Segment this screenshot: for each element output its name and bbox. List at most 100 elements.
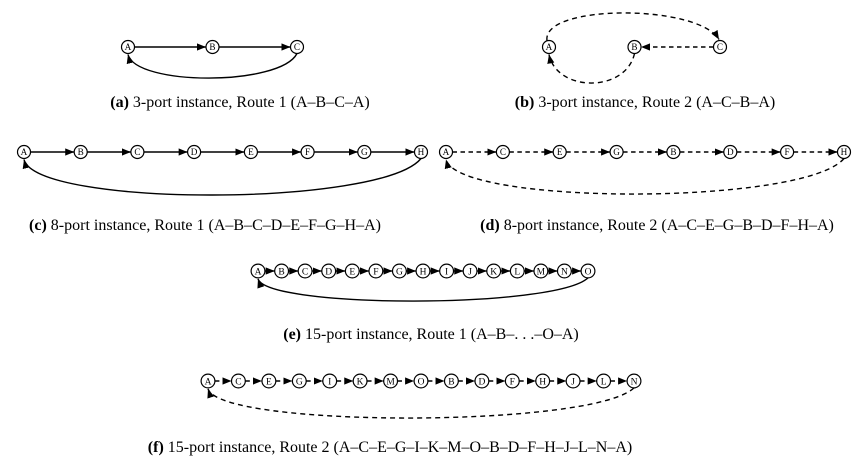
node-label: B	[631, 42, 637, 52]
node-circle	[462, 263, 478, 279]
node-b-B: B	[627, 39, 642, 55]
node-circle	[205, 39, 220, 55]
node-label: D	[191, 147, 198, 157]
node-circle	[495, 144, 510, 160]
caption-c: (c) 8-port instance, Route 1 (A–B–C–D–E–…	[29, 217, 381, 235]
node-b-C: C	[712, 39, 728, 55]
node-d-G: G	[609, 144, 624, 160]
node-label: A	[21, 147, 28, 157]
caption-a-label: (a)	[110, 94, 129, 111]
node-f-E: E	[261, 373, 277, 389]
node-f-M: M	[383, 373, 399, 389]
node-label: D	[478, 377, 485, 387]
node-label: M	[537, 267, 546, 277]
node-circle	[666, 144, 681, 160]
node-circle	[486, 263, 502, 279]
node-circle	[535, 373, 551, 389]
node-d-E: E	[552, 144, 567, 160]
node-label: B	[278, 267, 284, 277]
node-f-K: K	[352, 373, 368, 389]
node-f-G: G	[291, 373, 307, 389]
edge-arrow	[22, 158, 422, 196]
caption-b: (b) 3-port instance, Route 2 (A–C–B–A)	[515, 94, 775, 112]
node-label: D	[325, 267, 332, 277]
node-circle	[187, 144, 202, 160]
node-b-A: A	[541, 39, 557, 55]
node-circle	[344, 263, 360, 279]
node-label: F	[373, 267, 378, 277]
node-circle	[120, 39, 136, 55]
node-a-C: C	[289, 39, 305, 55]
node-circle	[723, 144, 738, 160]
node-label: O	[585, 267, 592, 277]
node-label: H	[420, 267, 427, 277]
node-circle	[533, 263, 549, 279]
node-f-H: H	[535, 373, 551, 389]
node-label: G	[296, 377, 303, 387]
node-f-L: L	[596, 373, 612, 389]
node-circle	[541, 39, 557, 55]
node-label: E	[248, 147, 254, 157]
caption-e: (e) 15-port instance, Route 1 (A–B–. . .…	[283, 326, 579, 344]
node-e-L: L	[509, 263, 525, 279]
node-c-D: D	[187, 144, 202, 160]
edge-arrow	[207, 387, 635, 419]
node-circle	[552, 144, 567, 160]
node-circle	[352, 373, 368, 389]
node-f-A: A	[200, 373, 216, 389]
node-label: F	[510, 377, 515, 387]
diagram-b: A B C	[541, 12, 728, 84]
node-e-O: O	[580, 263, 596, 279]
caption-e-label: (e)	[283, 326, 302, 343]
node-circle	[504, 373, 520, 389]
caption-a-text: 3-port instance, Route 1 (A–B–C–A)	[128, 94, 370, 111]
caption-a: (a) 3-port instance, Route 1 (A–B–C–A)	[110, 94, 370, 112]
edge-arrow	[126, 53, 298, 79]
node-d-A: A	[438, 144, 454, 160]
node-circle	[357, 144, 372, 160]
node-circle	[391, 263, 407, 279]
node-label: A	[443, 147, 450, 157]
node-label: N	[631, 377, 638, 387]
caption-f: (f) 15-port instance, Route 2 (A–C–E–G–I…	[148, 439, 632, 457]
node-label: F	[785, 147, 790, 157]
node-circle	[322, 373, 338, 389]
node-circle	[261, 373, 277, 389]
node-circle	[836, 144, 852, 160]
node-label: A	[255, 267, 262, 277]
node-label: H	[418, 147, 425, 157]
edge-arrow	[257, 277, 589, 302]
node-circle	[243, 144, 258, 160]
edge-arrow	[547, 53, 636, 84]
node-label: B	[78, 147, 84, 157]
node-circle	[627, 39, 642, 55]
node-circle	[509, 263, 525, 279]
node-circle	[250, 263, 266, 279]
node-label: C	[294, 42, 300, 52]
node-circle	[300, 144, 315, 160]
node-e-N: N	[556, 263, 572, 279]
node-circle	[626, 373, 642, 389]
node-label: N	[561, 267, 568, 277]
node-label: C	[717, 42, 723, 52]
edge-arrow	[444, 158, 845, 195]
node-label: H	[841, 147, 848, 157]
node-circle	[230, 373, 246, 389]
node-e-K: K	[486, 263, 502, 279]
node-e-M: M	[533, 263, 549, 279]
node-e-F: F	[368, 263, 384, 279]
edge-arrow	[546, 12, 720, 41]
node-label: K	[490, 267, 497, 277]
node-e-E: E	[344, 263, 360, 279]
node-d-F: F	[779, 144, 795, 160]
caption-b-text: 3-port instance, Route 2 (A–C–B–A)	[534, 94, 776, 111]
caption-d-text: 8-port instance, Route 2 (A–C–E–G–B–D–F–…	[499, 217, 834, 234]
node-c-B: B	[73, 144, 88, 160]
node-label: O	[418, 377, 425, 387]
node-label: A	[205, 377, 212, 387]
